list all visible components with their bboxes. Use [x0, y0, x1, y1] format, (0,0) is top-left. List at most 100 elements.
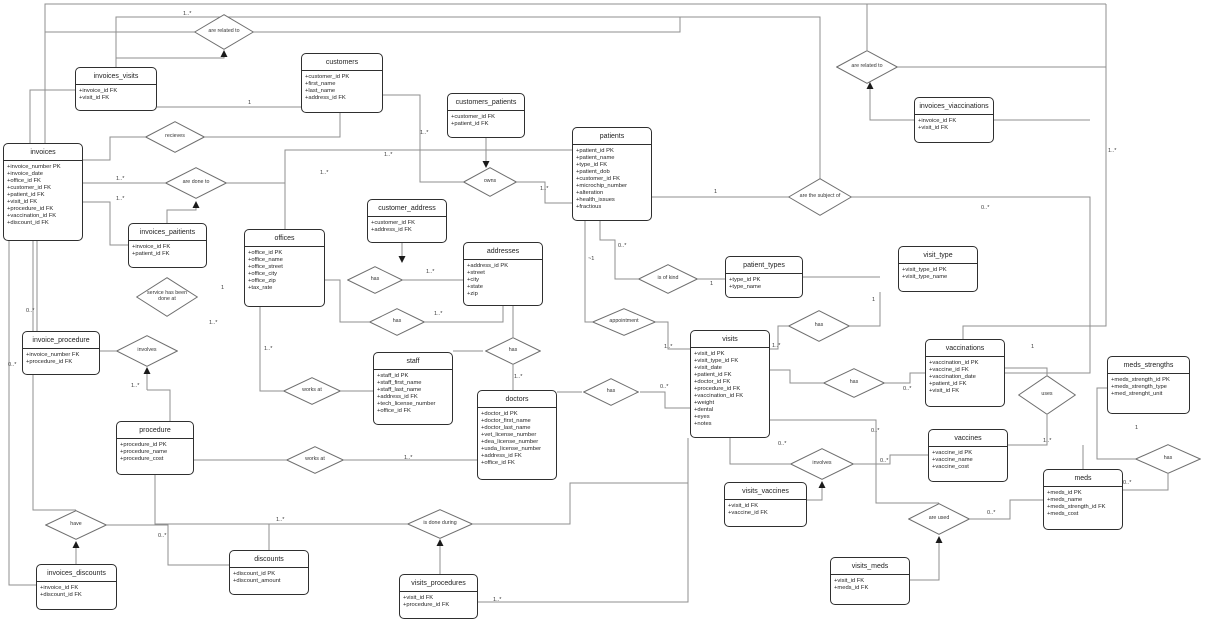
relationship-works-at-staff[interactable]: works at — [283, 377, 341, 405]
entity-staff[interactable]: staff+staff_id PK+staff_first_name+staff… — [373, 352, 453, 425]
relationship-label: has — [370, 276, 380, 283]
entity-attribute: +office_id FK — [377, 408, 411, 414]
entity-invoices_visits[interactable]: invoices_visits+invoice_id FK+visit_id F… — [75, 67, 157, 111]
entity-visits_procedures[interactable]: visits_procedures+visit_id FK+procedure_… — [399, 574, 478, 619]
entity-title: patient_types — [726, 257, 802, 274]
entity-attribute: +vaccine_id FK — [929, 367, 969, 373]
relationship-are-the-subject-of[interactable]: are the subject of — [788, 178, 852, 216]
cardinality-label: 1..* — [183, 11, 192, 17]
cardinality-label: 1..* — [426, 269, 435, 275]
relationship-service-has-been-done-at[interactable]: service has been done at — [136, 277, 198, 317]
relationship-has-visit-type[interactable]: has — [788, 310, 850, 342]
diamond-shape — [286, 446, 344, 474]
entity-attribute: +health_issues — [576, 197, 615, 203]
entity-title: visits_procedures — [400, 575, 477, 592]
relationship-involves-invoice-procedure[interactable]: involves — [116, 335, 178, 367]
entity-attribute: +last_name — [305, 88, 336, 94]
entity-discounts[interactable]: discounts+discount_id PK+discount_amount — [229, 550, 309, 595]
entity-doctors[interactable]: doctors+doctor_id PK+doctor_first_name+d… — [477, 390, 557, 480]
entity-attribute-list: +invoice_number FK+procedure_id FK — [23, 349, 99, 368]
entity-attribute: +city — [467, 277, 480, 283]
entity-invoices_viaccinations[interactable]: invoices_viaccinations+invoice_id FK+vis… — [914, 97, 994, 143]
entity-vaccinations[interactable]: vaccinations+vaccination_id PK+vaccine_i… — [925, 339, 1005, 407]
entity-patient_types[interactable]: patient_types+type_id PK+type_name — [725, 256, 803, 298]
relationship-is-done-during[interactable]: is done during — [407, 509, 473, 539]
entity-vaccines[interactable]: vaccines+vaccine_id PK+vaccine_name+vacc… — [928, 429, 1008, 482]
relationship-label: are related to — [851, 63, 883, 70]
relationship-are-used[interactable]: are used — [908, 503, 970, 535]
entity-attribute: +visit_type_id FK — [694, 358, 739, 364]
entity-offices[interactable]: offices+office_id PK+office_name+office_… — [244, 229, 325, 307]
relationship-are-done-to[interactable]: are done to — [165, 167, 227, 199]
entity-attribute: +vaccination_date — [929, 374, 976, 380]
entity-attribute: +patient_id FK — [132, 251, 170, 257]
entity-attribute-list: +staff_id PK+staff_first_name+staff_last… — [374, 370, 452, 417]
relationship-involves-visits-vaccines[interactable]: involves — [790, 448, 854, 480]
entity-invoices_discounts[interactable]: invoices_discounts+invoice_id FK+discoun… — [36, 564, 117, 610]
entity-attribute: +type_id PK — [729, 277, 761, 283]
entity-title: invoice_procedure — [23, 332, 99, 349]
diamond-shape — [823, 368, 885, 398]
relationship-are-related-to-2[interactable]: are related to — [836, 50, 898, 84]
relationship-has-visits-vaccinations[interactable]: has — [823, 368, 885, 398]
relationship-has-offices-addresses[interactable]: has — [369, 308, 425, 336]
relationship-works-at-doctors[interactable]: works at — [286, 446, 344, 474]
entity-attribute: +patient_id FK — [451, 121, 489, 127]
entity-attribute: +alteration — [576, 190, 604, 196]
relationship-recieves[interactable]: recieves — [145, 121, 205, 153]
entity-customer_address[interactable]: customer_address+customer_id FK+address_… — [367, 199, 447, 243]
entity-title: meds_strengths — [1108, 357, 1189, 374]
relationship-has-meds-strengths[interactable]: has — [1135, 444, 1201, 474]
relationship-have[interactable]: have — [45, 510, 107, 540]
cardinality-label: 1..* — [664, 344, 673, 350]
entity-meds_strengths[interactable]: meds_strengths+meds_strength_id PK+meds_… — [1107, 356, 1190, 414]
entity-attribute: +meds_strength_type — [1111, 384, 1167, 390]
relationship-label: is of kind — [657, 275, 679, 282]
entity-attribute-list: +customer_id FK+address_id FK — [368, 217, 446, 236]
relationship-appointment[interactable]: appointment — [592, 308, 656, 336]
entity-patients[interactable]: patients+patient_id PK+patient_name+type… — [572, 127, 652, 221]
entity-visits_meds[interactable]: visits_meds+visit_id FK+meds_id FK — [830, 557, 910, 605]
entity-attribute: +invoice_number FK — [26, 352, 80, 358]
entity-visit_type[interactable]: visit_type+visit_type_id PK+visit_type_n… — [898, 246, 978, 292]
entity-attribute-list: +invoice_id FK+visit_id FK — [915, 115, 993, 134]
entity-attribute: +zip — [467, 291, 478, 297]
cardinality-label: 1..* — [493, 597, 502, 603]
cardinality-label: 1..* — [116, 176, 125, 182]
entity-attribute: +notes — [694, 421, 712, 427]
entity-addresses[interactable]: addresses+address_id PK+street+city+stat… — [463, 242, 543, 306]
entity-customers_patients[interactable]: customers_patients+customer_id FK+patien… — [447, 93, 525, 138]
entity-attribute: +patient_dob — [576, 169, 610, 175]
relationship-are-related-to-1[interactable]: are related to — [194, 14, 254, 50]
relationship-uses[interactable]: uses — [1018, 375, 1076, 415]
relationship-has-doctors-visits[interactable]: has — [583, 378, 639, 406]
relationship-label: appointment — [609, 318, 639, 325]
relationship-label: service has been done at — [146, 290, 188, 302]
diamond-shape — [165, 167, 227, 199]
entity-attribute: +address_id FK — [481, 453, 522, 459]
entity-meds[interactable]: meds+meds_id PK+meds_name+meds_strength_… — [1043, 469, 1123, 530]
entity-procedure[interactable]: procedure+procedure_id PK+procedure_name… — [116, 421, 194, 475]
entity-title: offices — [245, 230, 324, 247]
entity-visits[interactable]: visits+visit_id PK+visit_type_id FK+visi… — [690, 330, 770, 438]
relationship-has-addresses-doctors[interactable]: has — [485, 337, 541, 365]
relationship-is-of-kind[interactable]: is of kind — [638, 264, 698, 294]
diamond-shape — [788, 310, 850, 342]
relationship-owns[interactable]: owns — [463, 167, 517, 197]
entity-invoices_paitients[interactable]: invoices_paitients+invoice_id FK+patient… — [128, 223, 207, 268]
relationship-has-customer-address[interactable]: has — [347, 266, 403, 294]
entity-title: invoices_discounts — [37, 565, 116, 582]
entity-attribute-list: +doctor_id PK+doctor_first_name+doctor_l… — [478, 408, 556, 469]
diamond-shape — [836, 50, 898, 84]
entity-attribute: +tax_rate — [248, 285, 273, 291]
diamond-shape — [790, 448, 854, 480]
relationship-label: has — [508, 347, 518, 354]
entity-attribute-list: +procedure_id PK+procedure_name+procedur… — [117, 439, 193, 465]
entity-invoice_procedure[interactable]: invoice_procedure+invoice_number FK+proc… — [22, 331, 100, 375]
entity-customers[interactable]: customers+customer_id PK+first_name+last… — [301, 53, 383, 113]
entity-attribute: +vaccination_id FK — [7, 213, 57, 219]
entity-attribute-list: +invoice_id FK+visit_id FK — [76, 85, 156, 104]
entity-visits_vaccines[interactable]: visits_vaccines+visit_id FK+vaccine_id F… — [724, 482, 807, 527]
entity-invoices[interactable]: invoices+invoice_number PK+invoice_date+… — [3, 143, 83, 241]
entity-title: discounts — [230, 551, 308, 568]
